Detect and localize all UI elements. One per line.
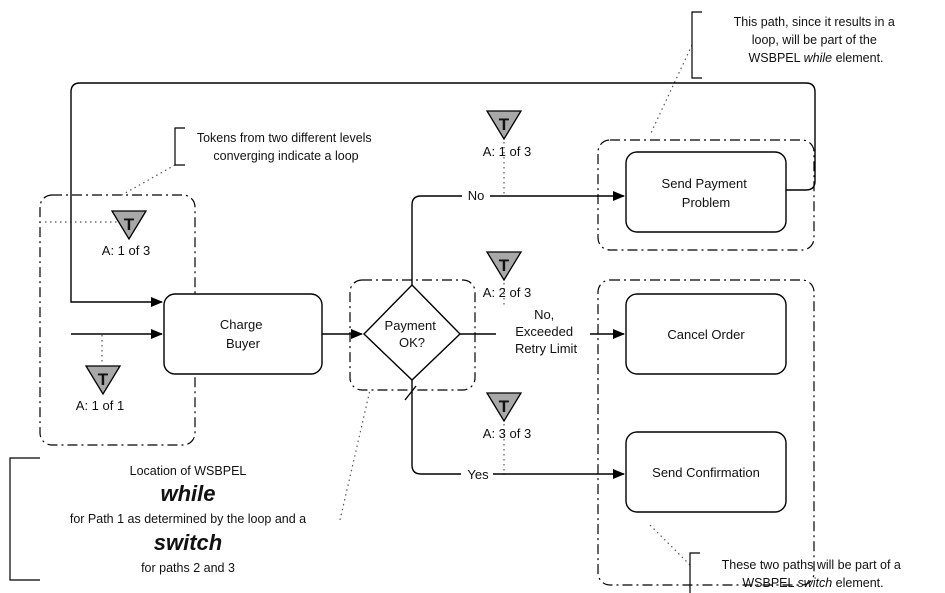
- cancel-order-task-box: [625, 293, 787, 375]
- token-count-label: A: 1 of 3: [102, 243, 150, 258]
- svg-text:while: while: [160, 481, 215, 506]
- token-count-label: A: 3 of 3: [483, 426, 531, 441]
- token-count-label: A: 2 of 3: [483, 285, 531, 300]
- location-note: Location of WSBPEL while for Path 1 as d…: [70, 464, 306, 575]
- token-symbol: T: [499, 256, 510, 275]
- send-payment-problem-label: Send Payment Problem: [662, 176, 751, 210]
- token-a-1-of-3-loop: T A: 1 of 3: [102, 210, 150, 258]
- cancel-order-label: Cancel Order: [667, 327, 745, 342]
- charge-buyer-task-box: [163, 293, 323, 375]
- token-symbol: T: [124, 215, 135, 234]
- token-a-1-of-3-no: T A: 1 of 3: [483, 110, 531, 159]
- token-symbol: T: [98, 370, 109, 389]
- token-symbol: T: [499, 397, 510, 416]
- switch-paths-note: These two paths will be part of a WSBPEL…: [722, 558, 905, 590]
- flow-no-exceeded-label: No, Exceeded Retry Limit: [515, 307, 578, 356]
- svg-text:for paths 2 and 3: for paths 2 and 3: [141, 561, 235, 575]
- token-count-label: A: 1 of 1: [76, 398, 124, 413]
- send-confirmation-task-box: [625, 431, 787, 513]
- payment-ok-label: Payment OK?: [385, 318, 440, 350]
- loop-path-note: This path, since it results in a loop, w…: [734, 15, 899, 65]
- switch-paths-region: [597, 279, 815, 586]
- token-symbol: T: [499, 115, 510, 134]
- send-payment-problem-task-box: [625, 151, 787, 233]
- flow-yes-label: Yes: [467, 467, 489, 482]
- token-a-2-of-3: T A: 2 of 3: [483, 251, 531, 300]
- token-a-3-of-3: T A: 3 of 3: [483, 392, 531, 441]
- flow-no-label: No: [468, 188, 485, 203]
- svg-text:Location of WSBPEL: Location of WSBPEL: [130, 464, 247, 478]
- charge-buyer-label: Charge Buyer: [220, 317, 266, 351]
- tokens-loop-note: Tokens from two different levels converg…: [197, 131, 375, 163]
- token-count-label: A: 1 of 3: [483, 144, 531, 159]
- svg-text:switch: switch: [154, 530, 222, 555]
- svg-text:for Path 1 as determined by th: for Path 1 as determined by the loop and…: [70, 512, 306, 526]
- send-confirmation-label: Send Confirmation: [652, 465, 760, 480]
- payment-ok-gateway: [363, 283, 461, 381]
- loop-path-region: [597, 139, 815, 251]
- token-a-1-of-1: T A: 1 of 1: [76, 365, 124, 413]
